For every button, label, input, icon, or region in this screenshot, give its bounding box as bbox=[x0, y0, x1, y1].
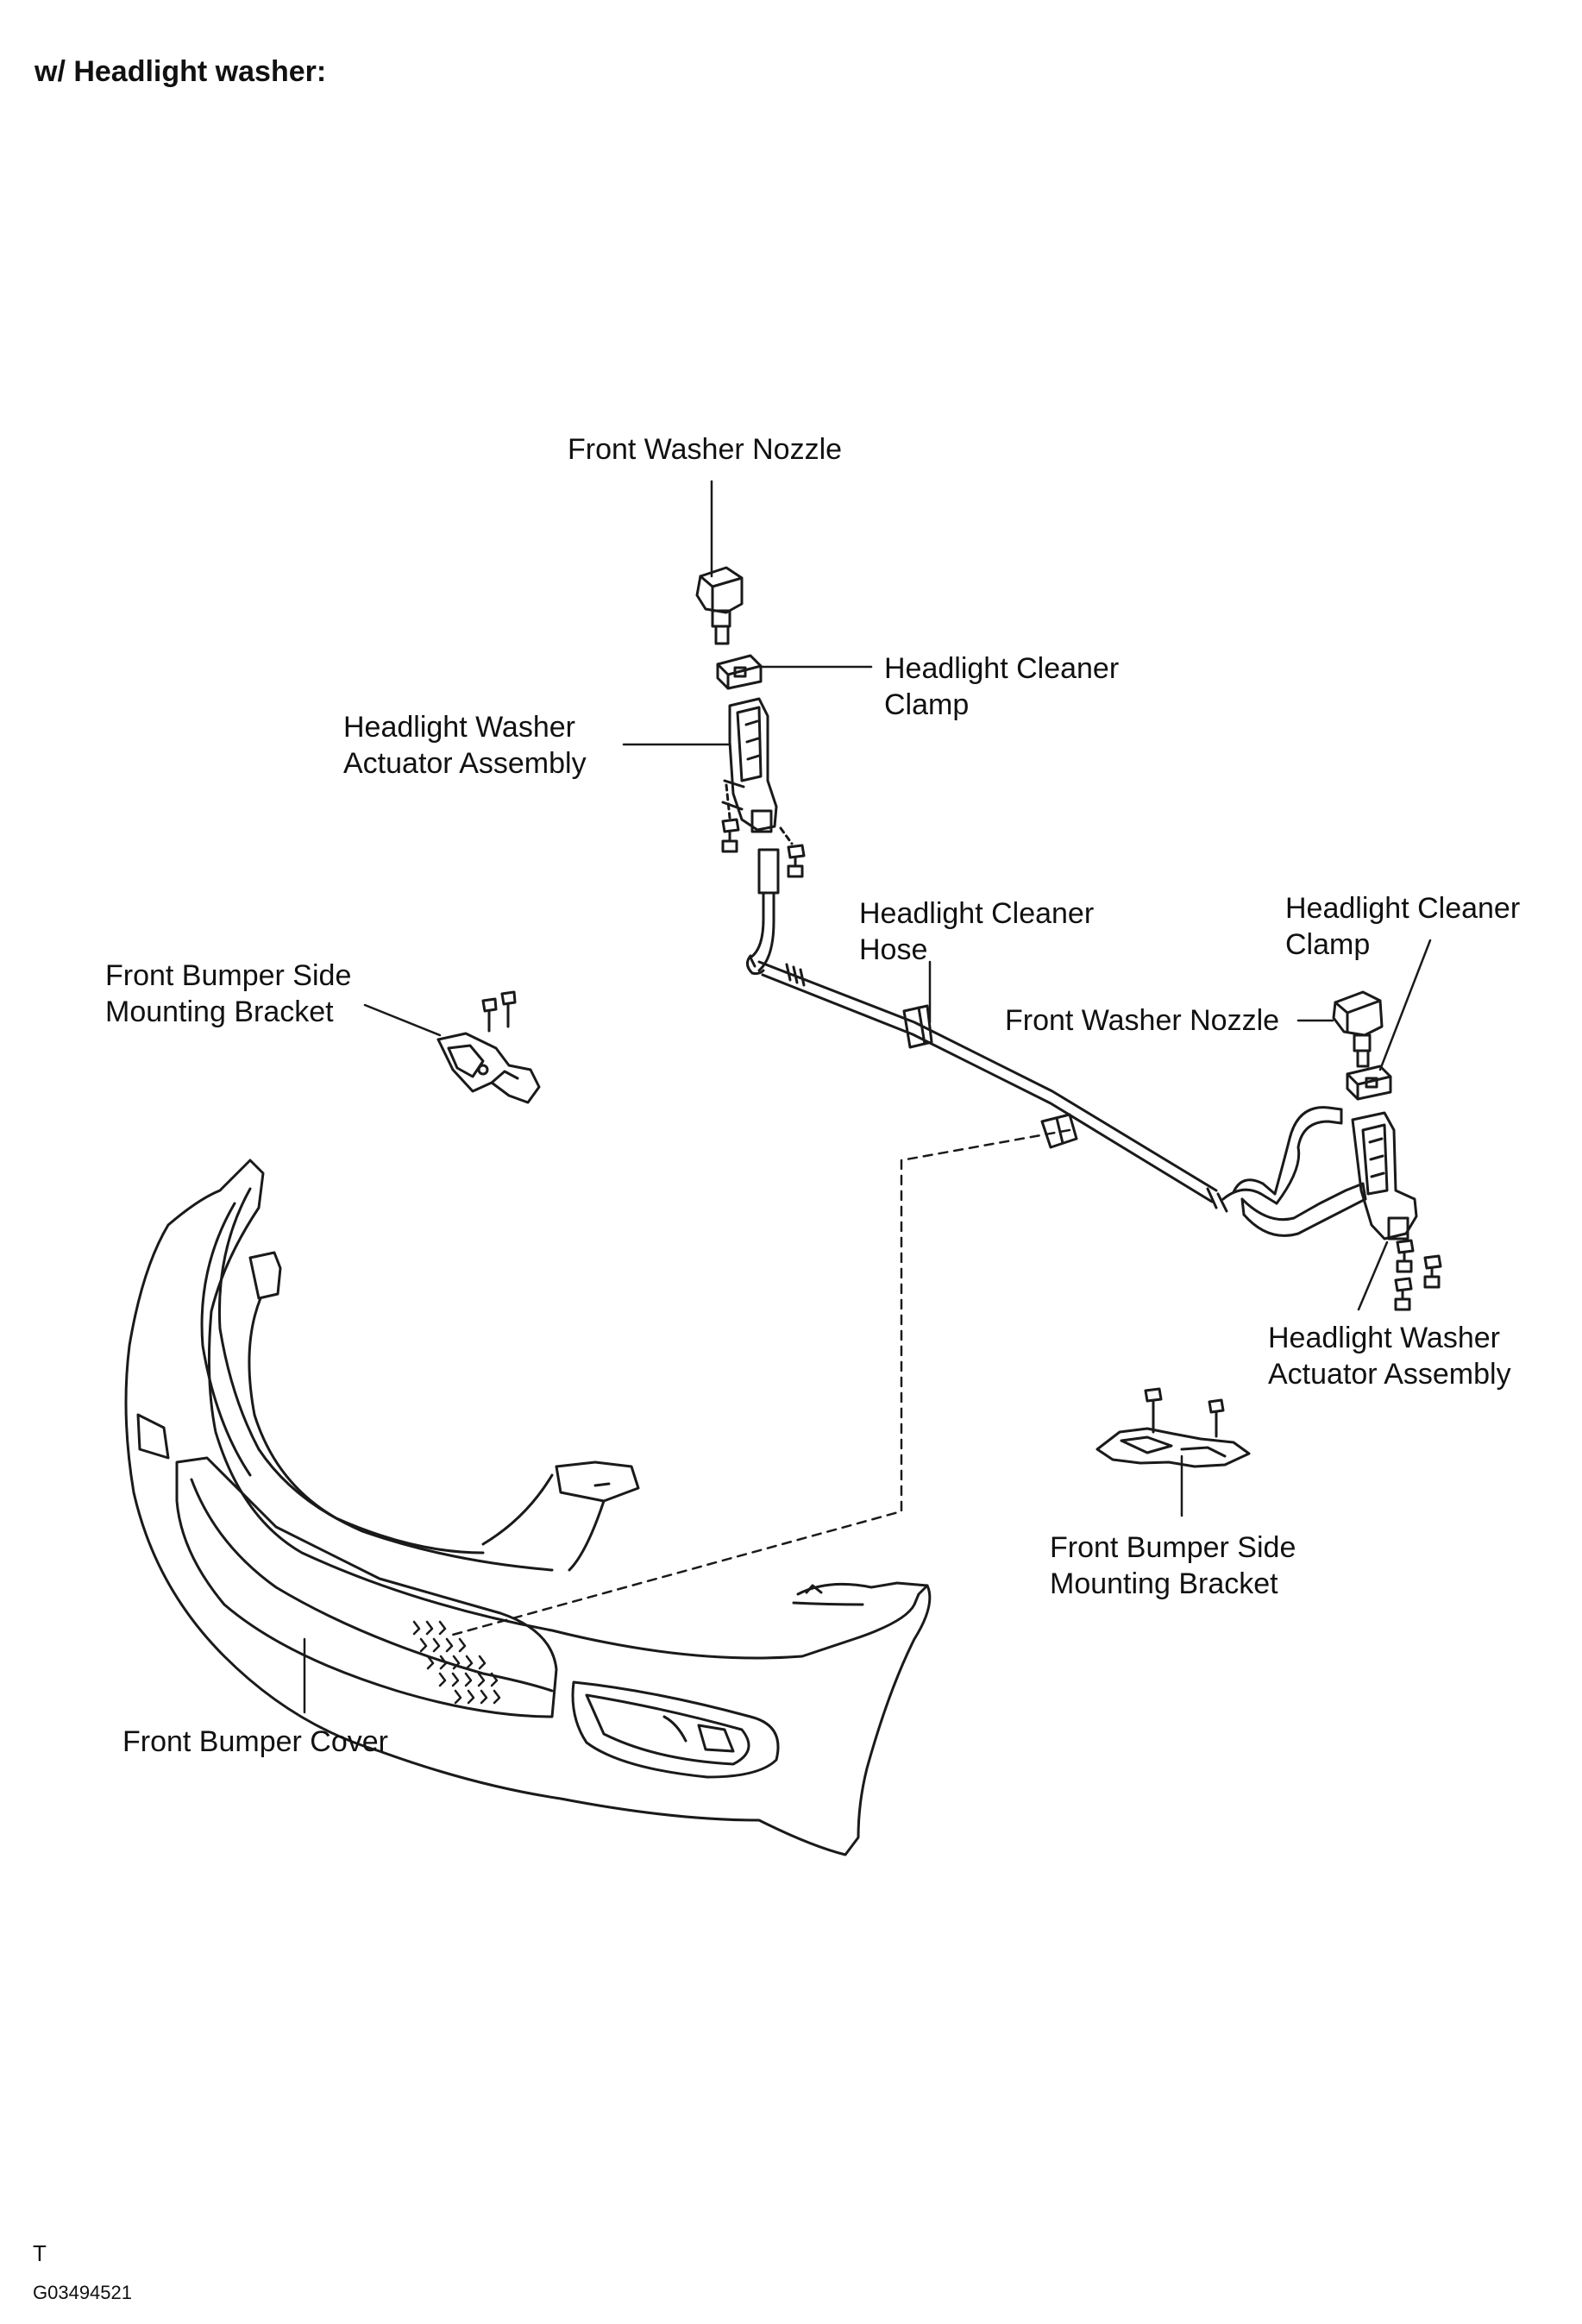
front-bumper-cover-drawing bbox=[124, 1159, 932, 1856]
label-front-washer-nozzle-right: Front Washer Nozzle bbox=[1005, 1004, 1280, 1037]
bumper-grille-pattern-drawing bbox=[412, 1620, 501, 1705]
right-front-washer-nozzle-drawing bbox=[1332, 990, 1384, 1068]
figure-id: G03494521 bbox=[33, 2282, 132, 2303]
footer-code: T bbox=[33, 2240, 47, 2266]
left-front-washer-nozzle-drawing bbox=[695, 566, 744, 645]
label-headlight-washer-actuator-left: Headlight Washer Actuator Assembly bbox=[343, 711, 587, 780]
leader-lines bbox=[303, 480, 1432, 1714]
right-actuator-assembly-drawing bbox=[1351, 1111, 1418, 1241]
right-headlight-cleaner-clamp-drawing bbox=[1346, 1065, 1392, 1101]
label-headlight-washer-actuator-right: Headlight Washer Actuator Assembly bbox=[1268, 1322, 1511, 1391]
left-actuator-assembly-drawing bbox=[721, 697, 778, 833]
dashed-reference-line bbox=[451, 1128, 1071, 1636]
label-headlight-cleaner-clamp-left: Headlight Cleaner Clamp bbox=[884, 652, 1120, 721]
page-heading: w/ Headlight washer: bbox=[35, 55, 327, 88]
label-front-bumper-side-bracket-right: Front Bumper Side Mounting Bracket bbox=[1050, 1531, 1296, 1600]
right-actuator-bolts-drawing bbox=[1394, 1239, 1442, 1311]
left-actuator-bolts-drawing bbox=[721, 783, 806, 878]
label-front-washer-nozzle-left: Front Washer Nozzle bbox=[568, 433, 843, 466]
right-mounting-bracket-drawing bbox=[1095, 1387, 1251, 1468]
label-headlight-cleaner-clamp-right: Headlight Cleaner Clamp bbox=[1285, 892, 1521, 961]
left-headlight-cleaner-clamp-drawing bbox=[716, 654, 763, 690]
label-front-bumper-side-bracket-left: Front Bumper Side Mounting Bracket bbox=[105, 959, 352, 1028]
label-headlight-cleaner-hose: Headlight Cleaner Hose bbox=[859, 897, 1095, 966]
headlight-cleaner-hose-drawing bbox=[746, 848, 1367, 1237]
label-front-bumper-cover: Front Bumper Cover bbox=[122, 1725, 388, 1758]
left-mounting-bracket-drawing bbox=[436, 990, 541, 1104]
